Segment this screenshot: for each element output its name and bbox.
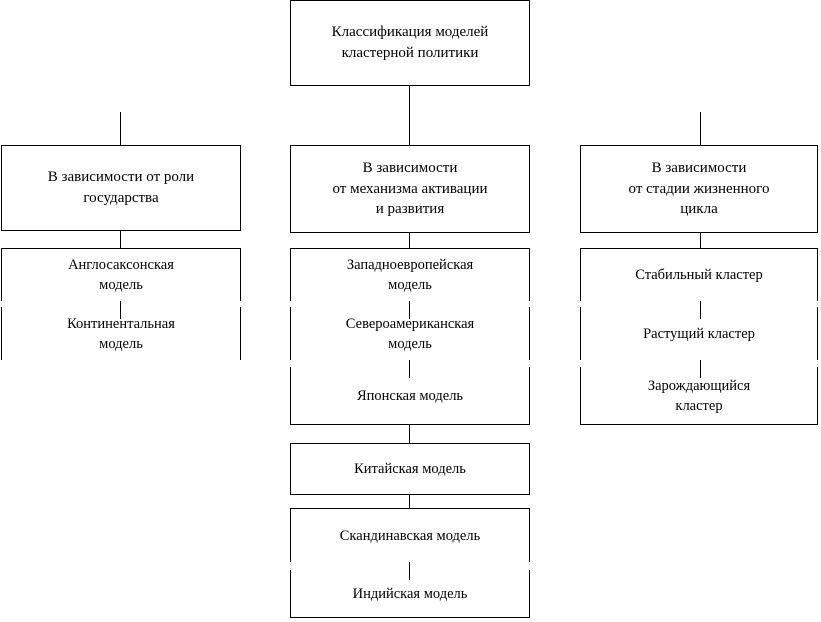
branch-header-label: В зависимости от механизма активации и р… <box>332 159 488 218</box>
item-label: Западноевропейская модель <box>346 257 474 293</box>
connector-activation-item-4-to-item-5 <box>409 562 410 580</box>
connector-root-to-branch-activation-mechanism <box>409 86 410 145</box>
item-box-emerging-cluster: Зарождающийся кластер <box>580 367 818 425</box>
branch-header-label: В зависимости от роли государства <box>47 169 195 206</box>
item-box-growing-cluster: Растущий кластер <box>580 307 818 360</box>
branch-header-life-cycle-stage: В зависимости от стадии жизненного цикла <box>580 145 818 233</box>
connector-life-cycle-item-0-to-item-1 <box>700 301 701 319</box>
item-label: Североамериканская модель <box>345 315 475 352</box>
item-label: Англосаксонская модель <box>68 257 174 293</box>
item-box-chinese-model: Китайская модель <box>290 443 530 495</box>
root-title-label: Классификация моделей кластерной политик… <box>331 24 489 61</box>
branch-header-label: В зависимости от стадии жизненного цикла <box>628 159 770 218</box>
item-box-scandinavian-model: Скандинавская модель <box>290 508 530 562</box>
connector-role-of-state-item-0-to-item-1 <box>120 301 121 319</box>
connector-activation-item-3-to-item-4 <box>409 495 410 508</box>
branch-header-role-of-state: В зависимости от роли государства <box>1 145 241 231</box>
item-box-japanese-model: Японская модель <box>290 367 530 425</box>
item-box-indian-model: Индийская модель <box>290 570 530 618</box>
root-title-box: Классификация моделей кластерной политик… <box>290 0 530 86</box>
connector-activation-header-to-item-0 <box>409 233 410 248</box>
item-label: Индийская модель <box>352 585 468 602</box>
connector-activation-item-0-to-item-1 <box>409 301 410 319</box>
item-box-north-american-model: Североамериканская модель <box>290 307 530 360</box>
connector-life-cycle-header-to-item-0 <box>700 233 701 248</box>
connector-root-to-branch-role-of-state <box>120 112 121 145</box>
item-box-west-european-model: Западноевропейская модель <box>290 248 530 301</box>
item-label: Континентальная модель <box>67 315 175 352</box>
item-box-anglo-saxon-model: Англосаксонская модель <box>1 248 241 301</box>
connector-activation-item-2-to-item-3 <box>409 425 410 443</box>
item-box-stable-cluster: Стабильный кластер <box>580 248 818 301</box>
branch-header-activation-mechanism: В зависимости от механизма активации и р… <box>290 145 530 233</box>
item-label: Японская модель <box>356 387 464 404</box>
item-box-continental-model: Континентальная модель <box>1 307 241 360</box>
connector-role-of-state-header-to-item-0 <box>120 231 121 248</box>
item-label: Растущий кластер <box>643 325 755 342</box>
item-label: Китайская модель <box>354 461 466 477</box>
connector-life-cycle-item-1-to-item-2 <box>700 360 701 378</box>
item-label: Зарождающийся кластер <box>647 377 751 414</box>
connector-activation-item-1-to-item-2 <box>409 360 410 378</box>
connector-root-to-branch-life-cycle-stage <box>700 112 701 145</box>
item-label: Скандинавская модель <box>339 527 481 544</box>
item-label: Стабильный кластер <box>635 267 763 283</box>
